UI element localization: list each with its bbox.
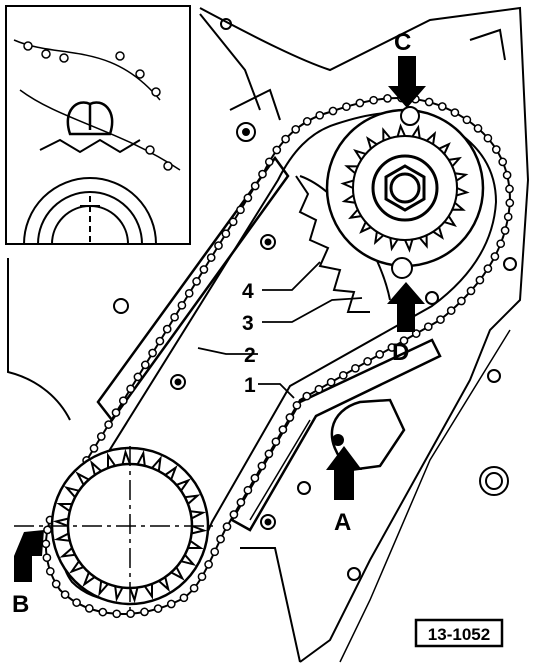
reference-number-box: 13-1052 xyxy=(414,618,504,648)
callout-1: 1 xyxy=(244,374,256,397)
marker-label-b: B xyxy=(12,591,29,618)
inset-timing-mark-icon xyxy=(66,101,114,136)
reference-number: 13-1052 xyxy=(428,625,490,644)
cam-timing-mark-upper xyxy=(400,106,420,126)
engine-housing-outline xyxy=(7,6,530,663)
marker-arrow-a-icon xyxy=(326,434,362,500)
cam-bolt-hex-icon xyxy=(384,164,426,212)
crankshaft-sprocket xyxy=(14,446,214,612)
callout-4: 4 xyxy=(242,280,254,303)
detail-inset xyxy=(5,5,191,245)
callout-leader-lines xyxy=(197,261,363,399)
camshaft-sprocket xyxy=(325,106,485,279)
marker-arrow-c-icon xyxy=(388,56,426,108)
housing-bolt-holes xyxy=(113,18,517,581)
cam-timing-mark-lower xyxy=(391,257,413,279)
chain-links xyxy=(41,93,515,619)
marker-arrow-d-icon xyxy=(387,282,425,332)
marker-label-d: D xyxy=(392,339,409,366)
callout-3: 3 xyxy=(242,312,254,335)
marker-label-c: C xyxy=(394,29,411,56)
inset-chain-links xyxy=(23,41,173,171)
inset-sprocket-segment xyxy=(23,177,157,245)
marker-arrow-b-icon xyxy=(14,530,44,582)
marker-label-a: A xyxy=(334,509,351,536)
callout-2: 2 xyxy=(244,344,256,367)
